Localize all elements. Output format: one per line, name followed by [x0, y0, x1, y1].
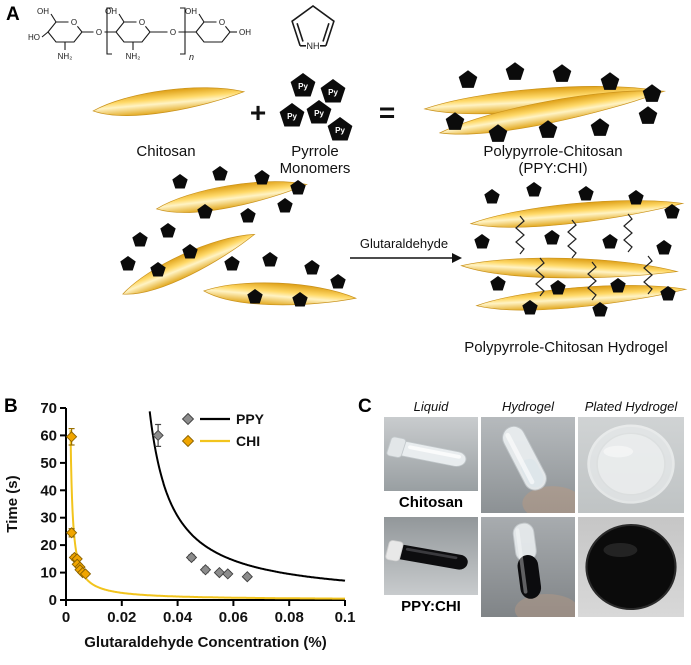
chitosan-hydrogel-photo — [481, 417, 575, 513]
column-header-plated-hydrogel: Plated Hydrogel — [584, 399, 678, 414]
legend-label: PPY — [236, 411, 265, 427]
panel-c-label: C — [358, 396, 372, 417]
x-tick: 0.06 — [219, 609, 248, 626]
x-tick: 0.1 — [335, 609, 356, 626]
chitosan-plated-photo — [578, 417, 684, 513]
y-tick: 40 — [40, 482, 57, 499]
data-point-PPY — [213, 566, 226, 579]
ring-o: O — [71, 18, 77, 27]
gelation-time-chart: 0 10 20 30 40 50 60 70 0 0.02 0.04 0.06 0.08 0.1 PPY CH… — [4, 400, 356, 651]
pyrrole-monomers-cluster: Py Py Py Py Py — [279, 73, 353, 141]
x-tick: 0.04 — [163, 609, 193, 626]
legend-item-CHI: CHI — [181, 433, 260, 449]
ho-label: HO — [28, 33, 40, 42]
y-tick: 50 — [40, 455, 57, 472]
y-tick: 70 — [40, 400, 57, 417]
product-label-1: Polypyrrole-Chitosan — [483, 143, 622, 160]
x-axis-label: Glutaraldehyde Concentration (%) — [84, 634, 327, 651]
chitosan-structure: O O O O O OH OH OH HO NH₂ NH₂ OH n — [28, 7, 251, 62]
fit-curve-PPY — [148, 411, 346, 582]
panel-a-diagram: O O O O O OH OH OH HO NH₂ NH₂ OH n NH — [28, 5, 687, 356]
column-header-liquid: Liquid — [413, 399, 449, 414]
panel-c: C Liquid Hydrogel Plated Hydrogel — [356, 393, 691, 665]
x-tick: 0 — [62, 609, 70, 626]
py-label: Py — [314, 109, 324, 118]
data-point-PPY — [241, 571, 253, 583]
data-point-PPY — [199, 564, 212, 576]
nh-label: NH — [307, 41, 320, 51]
y-axis-label: Time (s) — [4, 475, 21, 532]
pyrrole-monomers-label-2: Monomers — [280, 160, 351, 177]
nh2-label: NH₂ — [58, 52, 73, 61]
oh-label: OH — [37, 7, 49, 16]
chitosan-row-label: Chitosan — [398, 494, 464, 511]
x-tick: 0.02 — [107, 609, 136, 626]
glycosidic-o: O — [96, 28, 102, 37]
chitosan-label: Chitosan — [136, 143, 195, 160]
ring-o: O — [219, 18, 225, 27]
ppy-chi-liquid-photo — [384, 517, 478, 595]
pyrrole-structure: NH — [291, 5, 335, 51]
repeat-n: n — [189, 52, 194, 62]
nh2-label: NH₂ — [126, 52, 141, 61]
glycosidic-o: O — [170, 28, 176, 37]
pyrrole-monomers-label-1: Pyrrole — [291, 143, 339, 160]
chitosan-liquid-photo — [384, 417, 478, 491]
chitosan-row: Chitosan — [384, 417, 684, 513]
plus-sign: + — [250, 97, 266, 128]
py-label: Py — [335, 126, 345, 135]
column-header-hydrogel: Hydrogel — [501, 399, 555, 414]
legend-label: CHI — [236, 433, 260, 449]
py-label: Py — [298, 82, 308, 91]
column-headers: Liquid Hydrogel Plated Hydrogel — [384, 399, 684, 414]
x-tick: 0.08 — [275, 609, 304, 626]
ppy-chi-solution-cluster — [117, 165, 357, 313]
data-point-PPY — [222, 568, 234, 580]
y-tick: 10 — [40, 565, 57, 582]
data-point-PPY — [185, 551, 198, 564]
ppy-chi-hydrogel-photo — [481, 517, 575, 617]
ppy-chi-product — [423, 62, 668, 142]
y-tick: 30 — [40, 510, 57, 527]
ppy-chi-row: PPY:CHI — [384, 517, 684, 617]
equals-sign: = — [379, 97, 395, 128]
y-tick: 0 — [49, 592, 57, 609]
y-tick: 60 — [40, 427, 57, 444]
panel-a-label: A — [6, 4, 20, 25]
ring-o: O — [139, 18, 145, 27]
oh-label: OH — [105, 7, 117, 16]
data-point-CHI — [79, 568, 92, 580]
arrow-label: Glutaraldehyde — [360, 236, 448, 251]
chitosan-ribbon — [91, 82, 246, 120]
product-label-2: (PPY:CHI) — [518, 160, 587, 177]
data-point-CHI — [65, 431, 78, 443]
ppy-chi-plated-photo — [578, 517, 684, 617]
y-tick: 20 — [40, 537, 57, 554]
py-label: Py — [287, 112, 297, 121]
py-label: Py — [328, 88, 338, 97]
panel-b-label: B — [4, 396, 18, 417]
hydrogel-network — [460, 181, 687, 317]
oh-label: OH — [185, 7, 197, 16]
fit-curve-CHI — [69, 430, 345, 600]
ppy-chi-row-label: PPY:CHI — [401, 598, 461, 615]
photo-grid: Liquid Hydrogel Plated Hydrogel — [384, 399, 684, 621]
data-point-PPY — [152, 429, 164, 442]
oh-label: OH — [239, 28, 251, 37]
data-point-CHI — [65, 527, 78, 539]
hydrogel-label: Polypyrrole-Chitosan Hydrogel — [464, 339, 667, 356]
reaction-arrow: Glutaraldehyde — [350, 236, 462, 263]
legend-item-PPY: PPY — [181, 411, 265, 427]
